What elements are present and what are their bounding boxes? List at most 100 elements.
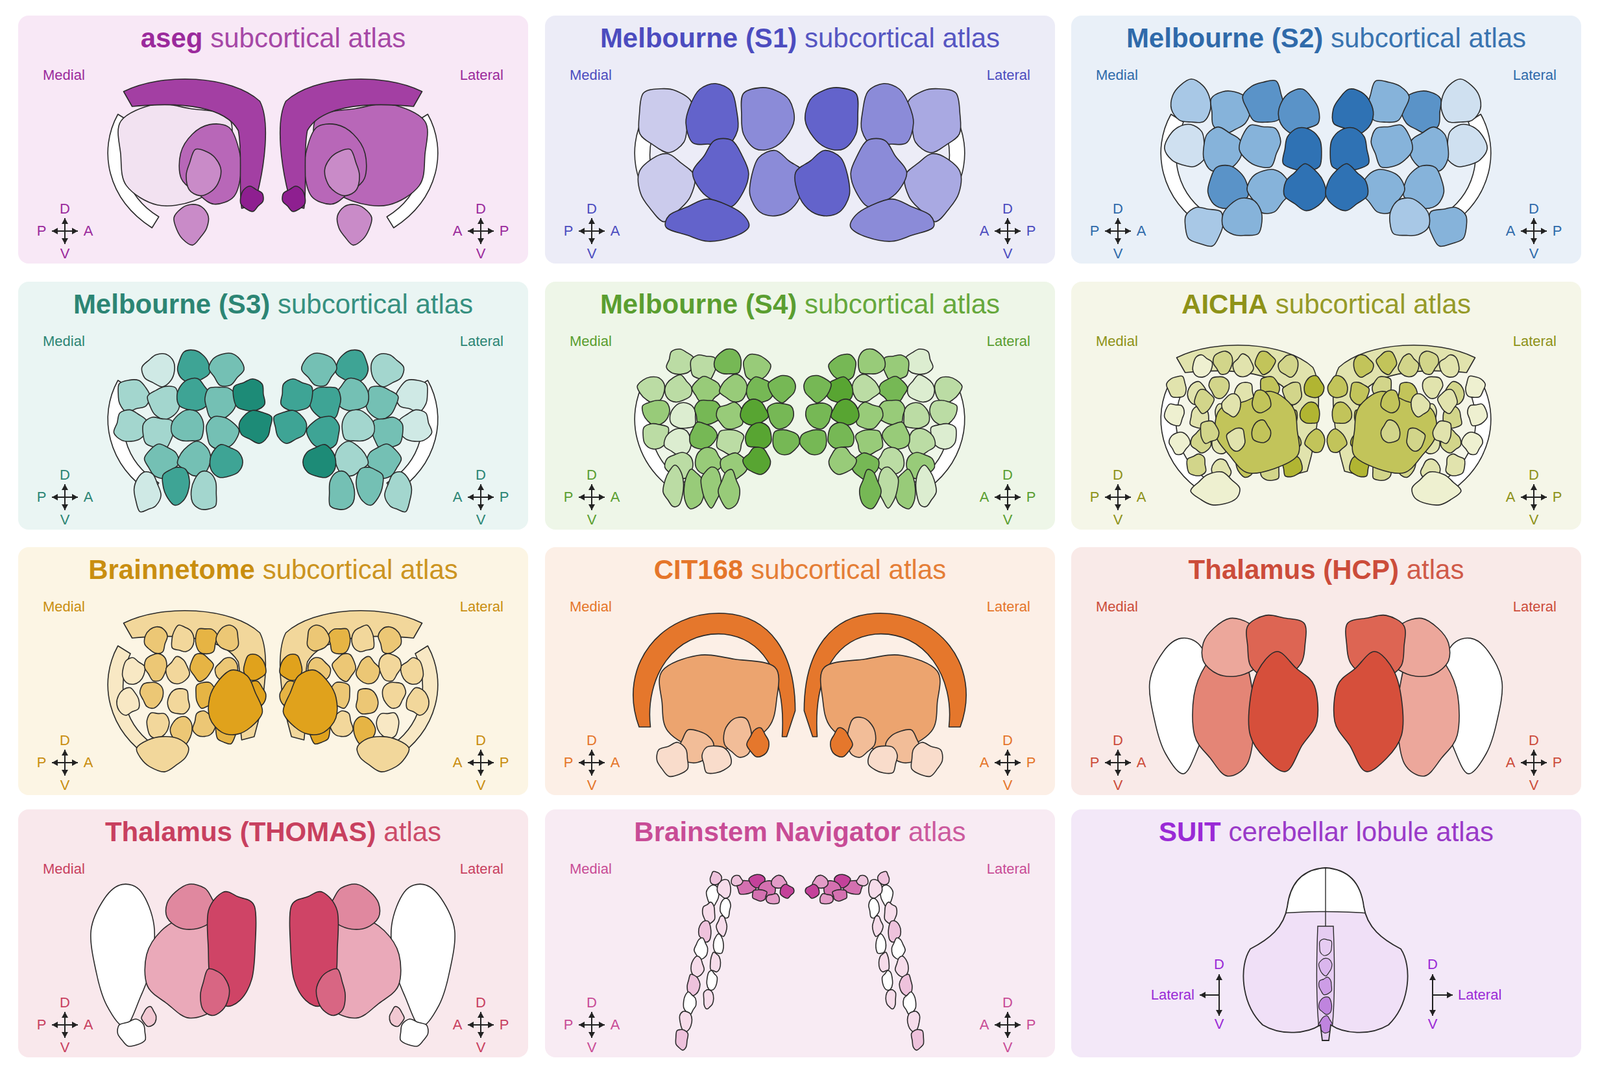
- axis-arrowhead: [61, 504, 69, 510]
- midline: [1324, 867, 1326, 926]
- axis-letter: A: [979, 489, 990, 505]
- axis-arrowhead: [578, 759, 585, 766]
- panel-title: Brainnetomesubcortical atlas: [18, 554, 529, 585]
- atlas-region: [719, 373, 748, 402]
- axis-letter: A: [452, 1017, 463, 1032]
- atlas-region: [915, 464, 937, 507]
- atlas-region: [805, 402, 833, 429]
- atlas-region: [1213, 351, 1233, 375]
- axis-arrowhead: [588, 1011, 595, 1018]
- axis-arrowhead: [588, 1031, 595, 1038]
- axis-letter: A: [610, 489, 621, 505]
- axis-letter: A: [452, 489, 463, 505]
- atlas-region: [885, 989, 897, 1009]
- axis-letter: P: [36, 755, 47, 770]
- axis-arrowhead: [598, 493, 605, 501]
- atlas-region: [800, 429, 827, 455]
- atlas-region: [306, 624, 330, 651]
- atlas-region: [746, 727, 769, 757]
- axis-arrowhead: [1114, 238, 1122, 244]
- atlas-region: [1192, 354, 1213, 377]
- atlas-region: [1326, 428, 1347, 453]
- atlas-name: Thalamus (HCP): [1188, 554, 1399, 585]
- axis-arrowhead: [1004, 749, 1011, 756]
- atlas-region: [1252, 389, 1272, 413]
- atlas-region: [663, 464, 684, 507]
- atlas-region: [803, 375, 832, 403]
- atlas-region: [1441, 79, 1481, 123]
- axis-arrowhead: [1114, 749, 1122, 756]
- atlas-region: [731, 875, 743, 886]
- atlas-region: [1304, 428, 1325, 453]
- atlas-region: [745, 422, 772, 449]
- atlas-region: [1325, 163, 1369, 211]
- atlas-region: [868, 745, 898, 773]
- axis-arrowhead: [61, 218, 69, 224]
- medial-view: [633, 613, 796, 777]
- atlas-region: [162, 467, 190, 506]
- atlas-region: [171, 624, 194, 652]
- atlas-name: aseg: [140, 22, 204, 54]
- lateral-view: [800, 349, 965, 510]
- axis-arrowhead: [1004, 504, 1011, 510]
- axis-arrowhead: [1114, 769, 1122, 776]
- atlas-region: [1461, 432, 1484, 455]
- atlas-region: [1242, 80, 1285, 123]
- atlas-name: Melbourne (S2): [1126, 22, 1323, 54]
- atlas-region: [685, 83, 739, 148]
- axis-letter: D: [59, 201, 71, 217]
- atlas-region: [700, 466, 721, 508]
- atlas-region: [642, 400, 670, 426]
- axis-letter: P: [499, 1017, 510, 1032]
- atlas-region: [714, 349, 742, 375]
- atlas-region: [173, 204, 209, 246]
- atlas-region: [406, 687, 429, 716]
- vermis-lobule: [1318, 957, 1332, 976]
- view-label: Medial: [569, 599, 612, 614]
- atlas-region: [856, 875, 869, 886]
- view-label: Medial: [1095, 599, 1139, 614]
- atlas-kind: atlas: [383, 816, 442, 847]
- atlas-region: [191, 471, 217, 510]
- atlas-region: [1239, 124, 1281, 168]
- atlas-region: [882, 421, 910, 449]
- atlas-region: [117, 1018, 146, 1046]
- lateral-view: [1326, 345, 1491, 505]
- axis-arrowhead: [1125, 493, 1131, 501]
- view-label: Medial: [1095, 334, 1139, 349]
- axis-arrowhead: [487, 227, 494, 235]
- axis-letter: A: [83, 489, 94, 505]
- atlas-region: [303, 444, 337, 478]
- axis-letter: D: [475, 467, 486, 483]
- lateral-view: [794, 83, 965, 242]
- axis-arrowhead: [1530, 218, 1538, 224]
- view-label: Lateral: [460, 334, 504, 349]
- panel-title: Melbourne (S3)subcortical atlas: [18, 289, 529, 320]
- atlas-region: [1428, 206, 1467, 247]
- axis-letter: D: [586, 995, 597, 1010]
- atlas-region: [1467, 403, 1488, 426]
- axis-arrowhead: [1004, 238, 1011, 244]
- atlas-region: [767, 402, 795, 429]
- atlas-region: [1164, 124, 1206, 168]
- atlas-region: [895, 469, 916, 509]
- atlas-region: [136, 736, 189, 772]
- axis-letter: P: [563, 755, 574, 770]
- atlas-region: [190, 653, 214, 682]
- atlas-region: [766, 893, 780, 904]
- axis-letter: P: [1026, 489, 1037, 505]
- atlas-region: [391, 883, 455, 1027]
- atlas-region: [1304, 375, 1325, 398]
- axis-arrowhead: [51, 493, 58, 501]
- atlas-region: [718, 469, 740, 509]
- atlas-region: [827, 422, 854, 449]
- atlas-region: [702, 745, 732, 773]
- lobule-band: [1226, 911, 1425, 1057]
- atlas-panel: CIT168subcortical atlasMedialLateralDPAV…: [545, 546, 1055, 795]
- atlas-region: [309, 386, 342, 420]
- atlas-region: [1380, 389, 1400, 413]
- atlas-region: [356, 688, 379, 714]
- axis-arrowhead: [1520, 227, 1527, 235]
- atlas-region: [709, 871, 722, 885]
- atlas-kind: subcortical atlas: [750, 554, 946, 585]
